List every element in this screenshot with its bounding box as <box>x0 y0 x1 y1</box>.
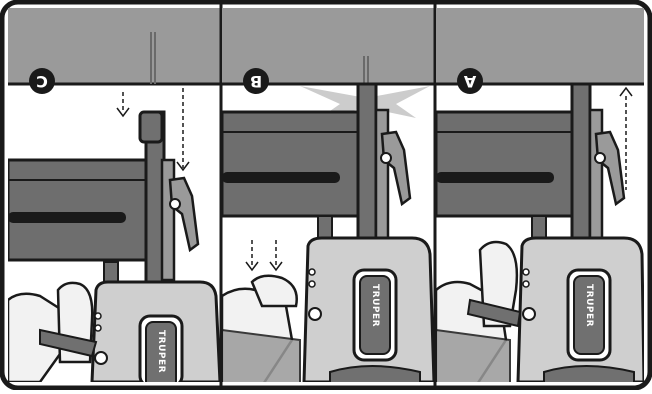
panel-c <box>8 8 220 388</box>
brand-logo-a: TRUPER <box>584 284 594 327</box>
step-label-a: A <box>457 68 483 94</box>
brand-logo-c: TRUPER <box>156 330 166 373</box>
brand-logo-b: TRUPER <box>370 284 380 327</box>
step-label-c: C <box>29 68 55 94</box>
step-label-b: B <box>243 68 269 94</box>
panel-b <box>222 8 434 386</box>
